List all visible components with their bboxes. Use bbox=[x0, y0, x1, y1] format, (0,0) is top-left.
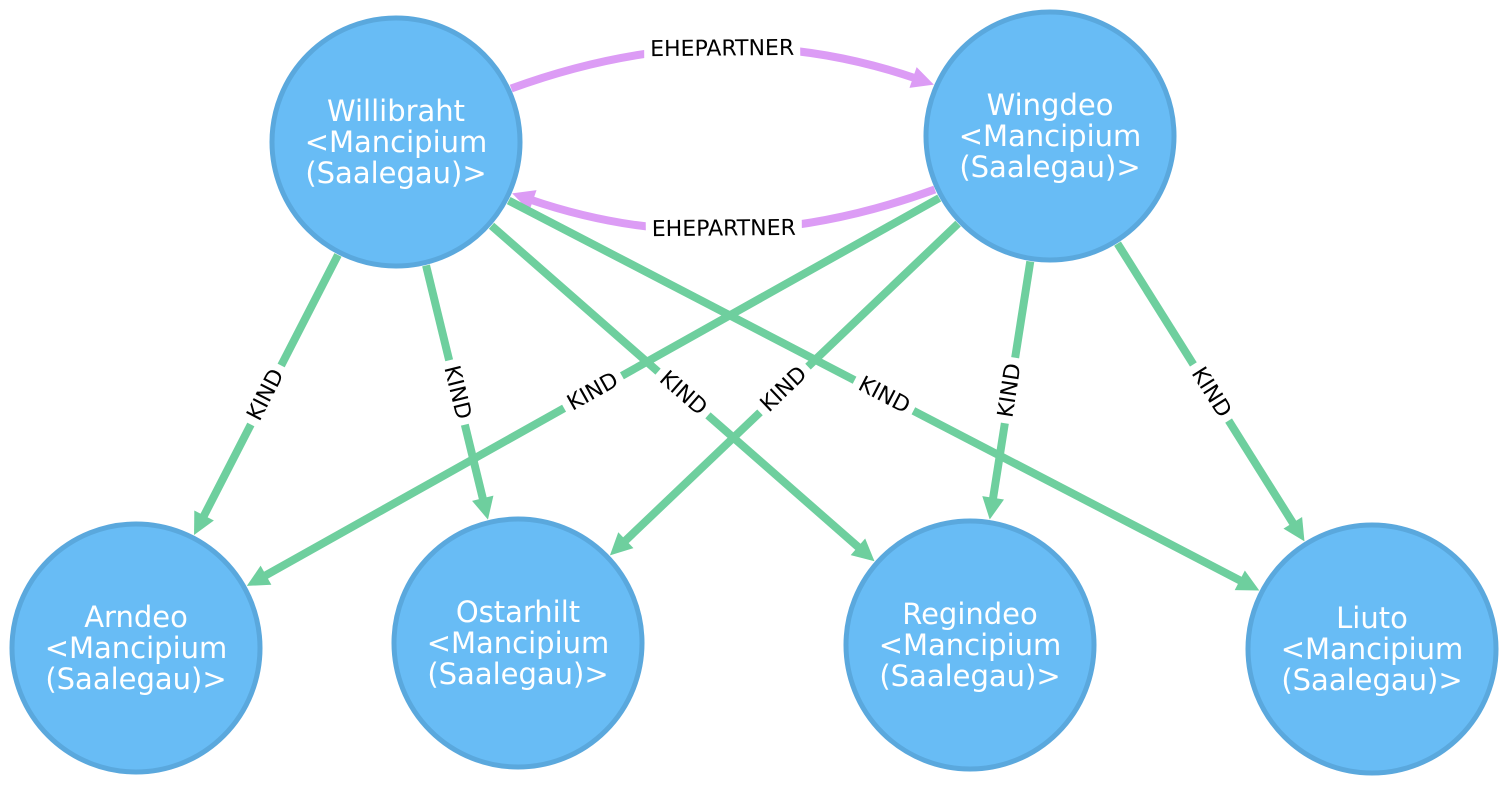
edge-label: EHEPARTNER bbox=[652, 216, 796, 242]
node-label-line: Ostarhilt bbox=[456, 595, 580, 629]
edge-label-group: KIND bbox=[237, 358, 295, 432]
edge-label-group: KIND bbox=[556, 363, 630, 421]
edge-wingdeo-arndeo: KIND bbox=[246, 194, 942, 586]
node-circle[interactable] bbox=[269, 15, 523, 269]
node-liuto[interactable]: Liuto<Mancipium(Saalegau)> bbox=[1245, 522, 1499, 776]
node-label-line: <Mancipium bbox=[1281, 632, 1464, 666]
node-arndeo[interactable]: Arndeo<Mancipium(Saalegau)> bbox=[9, 521, 263, 775]
edge-wingdeo-liuto: KIND bbox=[1114, 241, 1305, 542]
node-label-line: Arndeo bbox=[84, 600, 188, 634]
node-label-line: <Mancipium bbox=[427, 626, 610, 660]
edge-arrowhead bbox=[194, 510, 214, 536]
edge-label-background bbox=[990, 355, 1030, 426]
edge-label-group: KIND bbox=[1181, 356, 1241, 429]
node-label-line: Wingdeo bbox=[987, 88, 1114, 122]
edge-willibraht-arndeo: KIND bbox=[194, 253, 342, 536]
edge-arrowhead bbox=[982, 496, 1005, 520]
node-circle[interactable] bbox=[923, 9, 1177, 263]
node-label-line: (Saalegau)> bbox=[427, 657, 608, 691]
edge-arrowhead bbox=[1283, 516, 1305, 542]
edge-wingdeo-willibraht: EHEPARTNER bbox=[512, 185, 937, 245]
edge-label-group: EHEPARTNER bbox=[645, 213, 802, 245]
edge-label: EHEPARTNER bbox=[650, 36, 794, 62]
edge-arrowhead bbox=[609, 532, 634, 556]
edge-willibraht-regindeo: KIND bbox=[488, 222, 875, 562]
edge-label-background bbox=[645, 213, 802, 245]
node-circle[interactable] bbox=[9, 521, 263, 775]
edge-label-group: KIND bbox=[435, 356, 479, 429]
node-label-line: Regindeo bbox=[902, 597, 1038, 631]
edge-label-group: KIND bbox=[990, 355, 1030, 426]
edge-label: KIND bbox=[563, 368, 623, 416]
edge-wingdeo-regindeo: KIND bbox=[982, 260, 1035, 520]
node-label-line: <Mancipium bbox=[305, 125, 488, 159]
edge-label-background bbox=[644, 33, 801, 65]
node-wingdeo[interactable]: Wingdeo<Mancipium(Saalegau)> bbox=[923, 9, 1177, 263]
node-label-line: <Mancipium bbox=[959, 119, 1142, 153]
edge-arrowhead bbox=[472, 495, 494, 520]
edge-label: KIND bbox=[1186, 363, 1236, 422]
node-label-line: (Saalegau)> bbox=[305, 156, 486, 190]
node-label-line: Willibraht bbox=[327, 94, 465, 128]
edge-label-background bbox=[435, 356, 479, 429]
node-circle[interactable] bbox=[391, 516, 645, 770]
edge-label: KIND bbox=[993, 362, 1026, 420]
edge-label-background bbox=[556, 363, 630, 421]
edge-willibraht-wingdeo: EHEPARTNER bbox=[509, 33, 934, 93]
node-label-line: Liuto bbox=[1336, 601, 1408, 635]
edge-label-background bbox=[648, 360, 718, 427]
edge-label: KIND bbox=[854, 372, 914, 419]
edge-arrowhead bbox=[850, 538, 875, 562]
edge-arrowhead bbox=[246, 565, 272, 586]
edge-label-background bbox=[1181, 356, 1241, 429]
edge-arrowhead bbox=[909, 67, 934, 88]
node-circle[interactable] bbox=[1245, 522, 1499, 776]
edge-label-background bbox=[237, 358, 295, 432]
node-label-line: (Saalegau)> bbox=[45, 662, 226, 696]
node-circle[interactable] bbox=[843, 518, 1097, 772]
edge-arrowhead bbox=[1234, 570, 1260, 591]
edge-label-background bbox=[847, 367, 921, 424]
edge-willibraht-liuto: KIND bbox=[506, 196, 1260, 591]
edge-label-background bbox=[749, 356, 819, 423]
edge-label-group: EHEPARTNER bbox=[644, 33, 801, 65]
nodes-layer: Willibraht<Mancipium(Saalegau)>Wingdeo<M… bbox=[9, 9, 1499, 776]
edges-layer: EHEPARTNER EHEPARTNER KIND KIND KIND KIND KIND… bbox=[194, 33, 1305, 591]
node-label-line: (Saalegau)> bbox=[879, 659, 1060, 693]
node-regindeo[interactable]: Regindeo<Mancipium(Saalegau)> bbox=[843, 518, 1097, 772]
node-label-line: (Saalegau)> bbox=[959, 150, 1140, 184]
node-ostarhilt[interactable]: Ostarhilt<Mancipium(Saalegau)> bbox=[391, 516, 645, 770]
edge-arrowhead bbox=[512, 190, 537, 211]
node-label-line: (Saalegau)> bbox=[1281, 663, 1462, 697]
edge-label-group: KIND bbox=[847, 367, 921, 424]
node-willibraht[interactable]: Willibraht<Mancipium(Saalegau)> bbox=[269, 15, 523, 269]
node-label-line: <Mancipium bbox=[879, 628, 1062, 662]
node-label-line: <Mancipium bbox=[45, 631, 228, 665]
edge-label: KIND bbox=[242, 365, 289, 425]
